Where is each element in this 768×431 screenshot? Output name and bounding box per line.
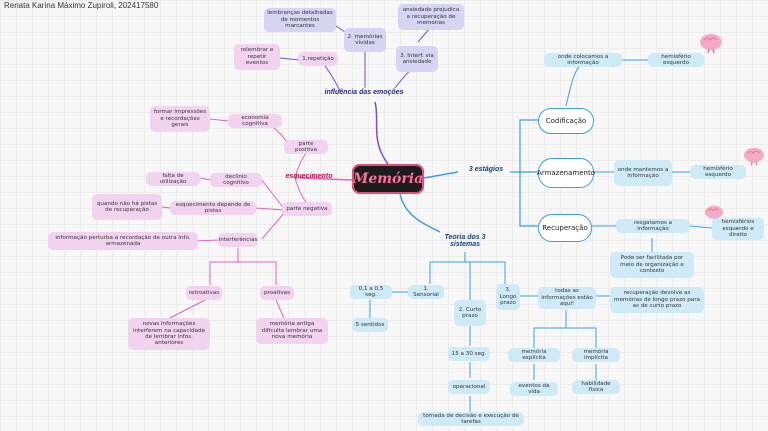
node-informacao-perturba[interactable]: informação perturba a recordação de outr… <box>48 232 198 250</box>
node-repeticao[interactable]: 1.repetição <box>298 52 338 66</box>
node-interferencias[interactable]: interferências <box>218 233 258 247</box>
node-novas-informacoes[interactable]: novas informações interferem na capacida… <box>128 318 210 350</box>
node-lembrancas[interactable]: lembranças detalhadas de momentos marcan… <box>264 8 336 32</box>
node-resgatamos[interactable]: resgatamos a informação <box>616 219 690 233</box>
branch-esquecimento-label: esquecimento <box>285 173 333 180</box>
node-tomada-decisao[interactable]: tomada de decisão e execução de tarefas <box>418 412 524 426</box>
node-habilidade-fisica[interactable]: habilidade física <box>572 380 620 394</box>
branch-influencia-label: influência das emoções <box>324 89 404 96</box>
node-hemisferio-esquerdo-2[interactable]: hemisfério esquerdo <box>690 165 746 179</box>
node-relembrar[interactable]: relembrar e repetir eventos <box>234 44 280 70</box>
node-eventos-vida[interactable]: eventos da vida <box>510 382 558 396</box>
node-0-1-seg[interactable]: 0,1 a 0,5 seg. <box>350 285 392 299</box>
node-interf-ansiedade[interactable]: 3. Interf. via ansiedade <box>396 46 438 72</box>
brain-icon <box>702 204 726 227</box>
brain-icon <box>698 32 724 59</box>
central-topic[interactable]: Memória <box>352 164 424 194</box>
node-operacional[interactable]: operacional <box>448 380 490 394</box>
node-formar-impressoes[interactable]: formar impressões e recordações gerais <box>150 106 210 132</box>
node-longo-prazo[interactable]: 3. Longo prazo <box>496 284 520 310</box>
node-onde-mantemos[interactable]: onde mantemos a informação <box>614 160 672 186</box>
node-parte-negativa[interactable]: parte negativa <box>282 202 332 216</box>
branch-teoria-label: Teoria dos 3 sistemas <box>444 234 486 248</box>
stage-armazenamento[interactable]: Armazenamento <box>537 158 595 188</box>
node-curto-prazo[interactable]: 2. Curto prazo <box>454 300 486 326</box>
brain-icon <box>742 146 766 171</box>
node-declinio-cognitivo[interactable]: declínio cognitivo <box>210 173 262 187</box>
central-topic-label: Memória <box>352 171 424 187</box>
node-falta-utilizacao[interactable]: falta de utilização <box>146 172 200 186</box>
node-parte-positiva[interactable]: parte positiva <box>284 140 328 154</box>
node-onde-colocamos[interactable]: onde colocamos a informação <box>544 53 622 67</box>
node-esquecimento-pistas[interactable]: esquecimento depende de pistas <box>170 201 256 215</box>
node-15-30-seg[interactable]: 15 a 30 seg. <box>448 347 490 361</box>
node-ansiedade[interactable]: ansiedade prejudica a recuperação de mem… <box>398 4 464 30</box>
node-hemisferio-esquerdo-1[interactable]: hemisfério esquerdo <box>648 53 704 67</box>
node-memoria-antiga[interactable]: memória antiga dificulta lembrar uma nov… <box>256 318 328 344</box>
node-economia-cognitiva[interactable]: economia cognitiva <box>228 114 282 128</box>
node-memorias-vividas[interactable]: 2. memórias vívidas <box>344 28 386 52</box>
node-pode-ser-facilitada[interactable]: Pode ser facilitada por meio de organiza… <box>610 252 694 278</box>
node-memoria-implicita[interactable]: memória implícita <box>572 348 620 362</box>
node-recuperacao-devolve[interactable]: recuperação devolve as memórias de longo… <box>610 287 704 313</box>
branch-estagios-label: 3 estágios <box>468 166 504 173</box>
node-proativas[interactable]: proativas <box>260 286 294 300</box>
node-sensorial[interactable]: 1. Sensorial <box>408 285 444 299</box>
node-todas-informacoes[interactable]: todas as informações estão aqui! <box>538 287 596 309</box>
author-label: Renata Karina Máximo Zupiroli, 202417580 <box>4 1 159 10</box>
stage-codificacao[interactable]: Codificação <box>538 108 594 134</box>
node-quando-nao-pistas[interactable]: quando não há pistas de recuperação <box>92 194 162 220</box>
node-5-sentidos[interactable]: 5 sentidos <box>352 318 388 332</box>
node-retroativas[interactable]: retroativas <box>186 286 222 300</box>
stage-recuperacao[interactable]: Recuperação <box>538 214 592 242</box>
node-memoria-explicita[interactable]: memória explícita <box>508 348 560 362</box>
node-hemisferios-ambos[interactable]: hemisférios esquerdo e direito <box>712 218 764 240</box>
